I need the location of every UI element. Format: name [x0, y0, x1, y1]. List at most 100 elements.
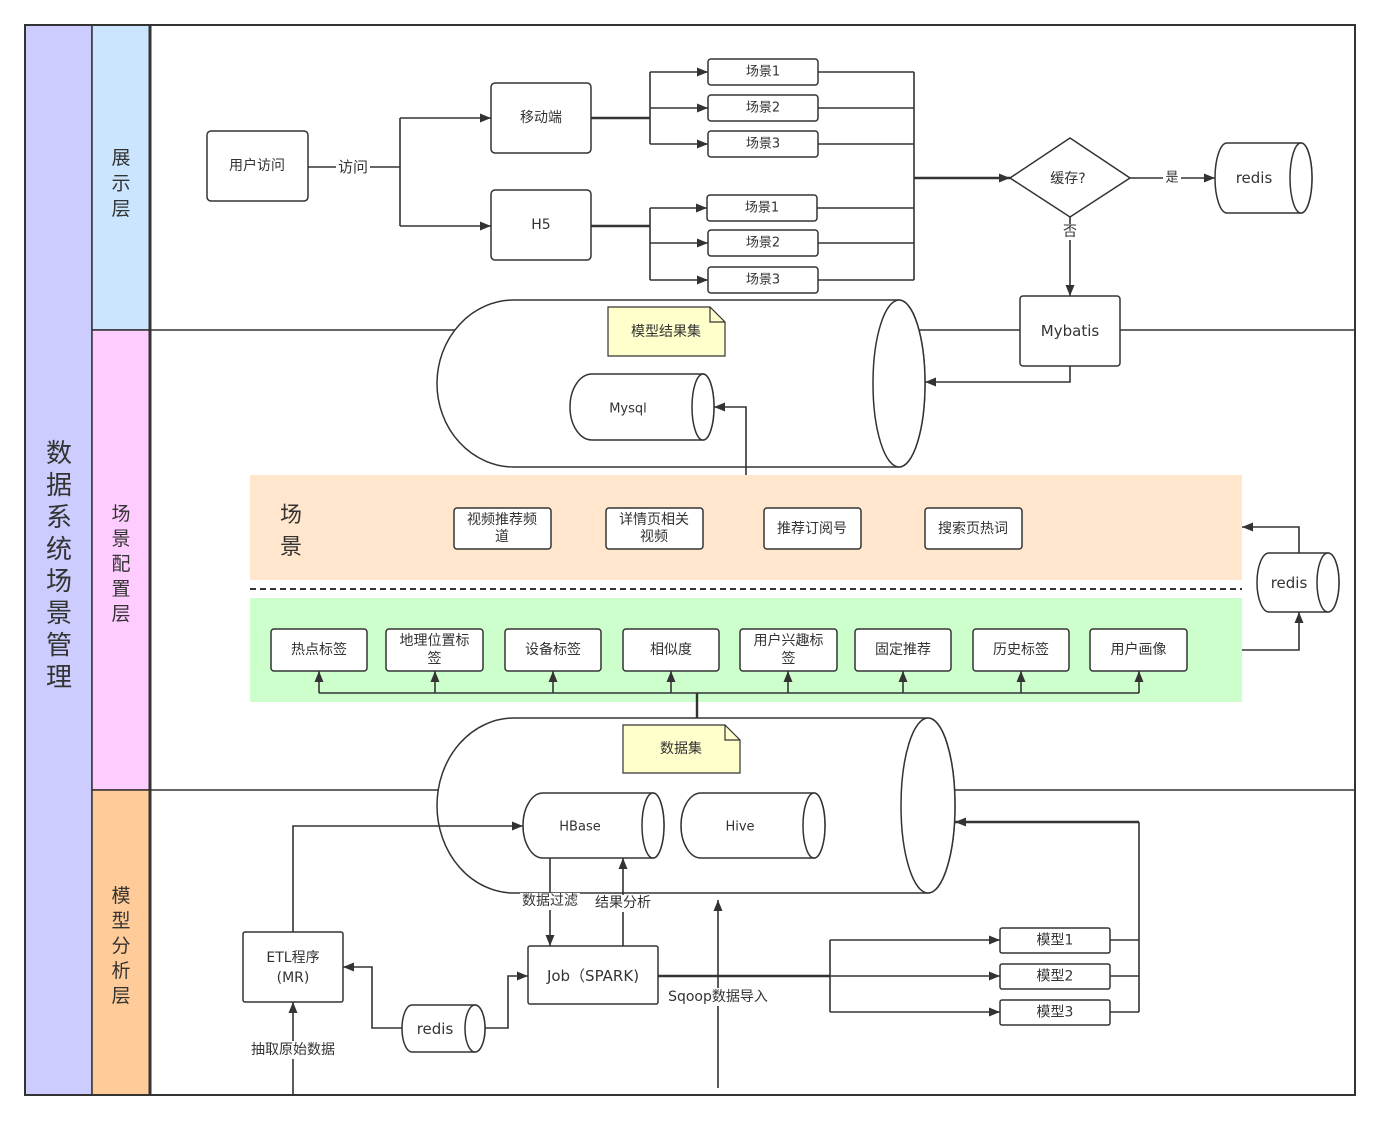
- scene-box-label: 视频: [640, 529, 668, 545]
- result-edge-label: 结果分析: [595, 895, 651, 911]
- connector-etl-to-hbase: [292, 821, 523, 932]
- connector-redis-to-etl: [343, 962, 402, 1029]
- model-box: 模型2: [999, 963, 1111, 990]
- access-edge-label: 访问: [338, 158, 368, 176]
- model-box: 模型1: [999, 927, 1111, 954]
- h5-scene-box: 场景2: [707, 229, 819, 257]
- connector-mybatis-to-results: [925, 366, 1071, 387]
- presentation-lane-bg: [91, 24, 151, 331]
- scene-config-lane-label: 场景配置层: [111, 503, 130, 625]
- extract-edge-label: 抽取原始数据: [251, 1042, 335, 1058]
- spark-job-label: Job（SPARK): [546, 967, 639, 985]
- scene-box-label: 道: [495, 529, 509, 545]
- mysql-label: Mysql: [609, 402, 647, 417]
- h5-scene-box: 场景3: [707, 266, 819, 294]
- connector-tags-to-redis: [1242, 612, 1304, 651]
- hive-label: Hive: [725, 820, 754, 835]
- mobile-scene-box: 场景3: [707, 130, 819, 158]
- filter-edge-label: 数据过滤: [522, 893, 578, 909]
- cache-decision-label: 缓存?: [1050, 171, 1085, 187]
- mysql-cylinder: Mysql: [569, 373, 715, 441]
- result-set-note: 模型结果集: [607, 306, 726, 357]
- tag-box: 用户画像: [1089, 628, 1188, 672]
- dataset-note: 数据集: [622, 724, 741, 774]
- scene-label: 场景3: [746, 273, 780, 288]
- user-access-label: 用户访问: [229, 157, 285, 174]
- scene-box-label: 搜索页热词: [938, 520, 1008, 537]
- scene-label: 场景2: [746, 236, 780, 251]
- tag-label: 用户画像: [1111, 641, 1167, 658]
- user-access-box: 用户访问: [206, 130, 309, 202]
- model-box: 模型3: [999, 999, 1111, 1026]
- spark-job-box: Job（SPARK): [527, 945, 659, 1005]
- title-column-bg: [24, 24, 93, 1096]
- diagram-border: [24, 24, 1356, 1096]
- etl-box: ETL程序 (MR): [242, 931, 344, 1003]
- model-label: 模型3: [1037, 1005, 1074, 1021]
- etl-label: ETL程序: [266, 950, 319, 966]
- lane-labels: 展示层 场景配置层 模型分析层: [91, 24, 151, 1096]
- scene-box: 搜索页热词: [924, 507, 1023, 550]
- dataset-note-label: 数据集: [660, 740, 702, 757]
- sqoop-edge-label: Sqoop数据导入: [668, 989, 768, 1005]
- mobile-scene-box: 场景2: [707, 94, 819, 122]
- scene-box: 详情页相关 视频: [605, 507, 704, 550]
- scene-config-lane-bg: [91, 329, 151, 791]
- tag-box: 历史标签: [972, 628, 1070, 672]
- tag-label: 签: [428, 650, 442, 667]
- no-edge-label: 否: [1063, 224, 1077, 240]
- scene-box-label: 详情页相关: [619, 512, 689, 528]
- connectors: [288, 67, 1304, 1095]
- tag-box: 地理位置标 签: [385, 628, 484, 672]
- mobile-box: 移动端: [490, 82, 592, 154]
- tag-box: 固定推荐: [854, 628, 952, 672]
- tag-label: 地理位置标: [400, 633, 470, 649]
- connector-models-merge: [1110, 822, 1140, 1013]
- tag-label: 固定推荐: [875, 642, 931, 658]
- redis-label: redis: [1271, 574, 1308, 592]
- hive-cylinder: Hive: [680, 792, 826, 859]
- connector-redis-to-job: [485, 971, 528, 1029]
- tag-label: 签: [782, 650, 796, 667]
- diagram-title: 数据系统场景管理: [46, 439, 72, 693]
- redis-label: redis: [417, 1020, 454, 1038]
- redis-analysis-cylinder: redis: [401, 1004, 486, 1053]
- connector-scenes-to-mysql: [714, 402, 747, 475]
- scene-label: 场景3: [746, 137, 780, 152]
- yes-edge-label: 是: [1165, 171, 1178, 186]
- scene-box-label: 推荐订阅号: [777, 521, 847, 537]
- h5-label: H5: [531, 217, 550, 233]
- cache-decision-diamond: 缓存?: [1008, 137, 1132, 218]
- tag-box: 用户兴趣标 签: [739, 628, 838, 672]
- redis-tag-cylinder: redis: [1256, 552, 1340, 613]
- edge-labels: 访问 是 否 抽取原始数据 数据过滤 结果分析 Sqoop数据导入: [247, 158, 1181, 1059]
- mybatis-label: Mybatis: [1041, 322, 1100, 340]
- title-column: 数据系统场景管理: [24, 24, 93, 1096]
- presentation-lane-label: 展示层: [111, 147, 130, 220]
- tag-label: 历史标签: [993, 641, 1049, 658]
- mobile-scene-box: 场景1: [707, 58, 819, 86]
- tag-box: 相似度: [622, 628, 720, 672]
- tag-box: 热点标签: [270, 628, 368, 672]
- mobile-label: 移动端: [520, 110, 562, 126]
- redis-label: redis: [1236, 169, 1273, 187]
- scene-band: [250, 475, 1242, 580]
- tag-label: 热点标签: [291, 641, 347, 658]
- scene-label: 场景1: [745, 201, 779, 216]
- model-analysis-lane-bg: [91, 789, 151, 1096]
- scene-label: 场景1: [746, 65, 780, 80]
- scene-box: 视频推荐频 道: [453, 507, 552, 550]
- connector-scenes-merge: [817, 71, 915, 281]
- tag-box: 设备标签: [504, 628, 602, 672]
- etl-label: (MR): [277, 970, 310, 986]
- hbase-cylinder: HBase: [522, 792, 665, 859]
- scene-box-label: 视频推荐频: [467, 512, 537, 528]
- redis-cache-cylinder: redis: [1214, 142, 1313, 214]
- tag-label: 相似度: [650, 642, 692, 658]
- h5-scene-box: 场景1: [706, 194, 818, 222]
- scene-label: 场景2: [746, 101, 780, 116]
- connector-redis-to-scenes: [1242, 522, 1300, 553]
- result-set-note-label: 模型结果集: [631, 323, 701, 340]
- mybatis-box: Mybatis: [1019, 295, 1121, 367]
